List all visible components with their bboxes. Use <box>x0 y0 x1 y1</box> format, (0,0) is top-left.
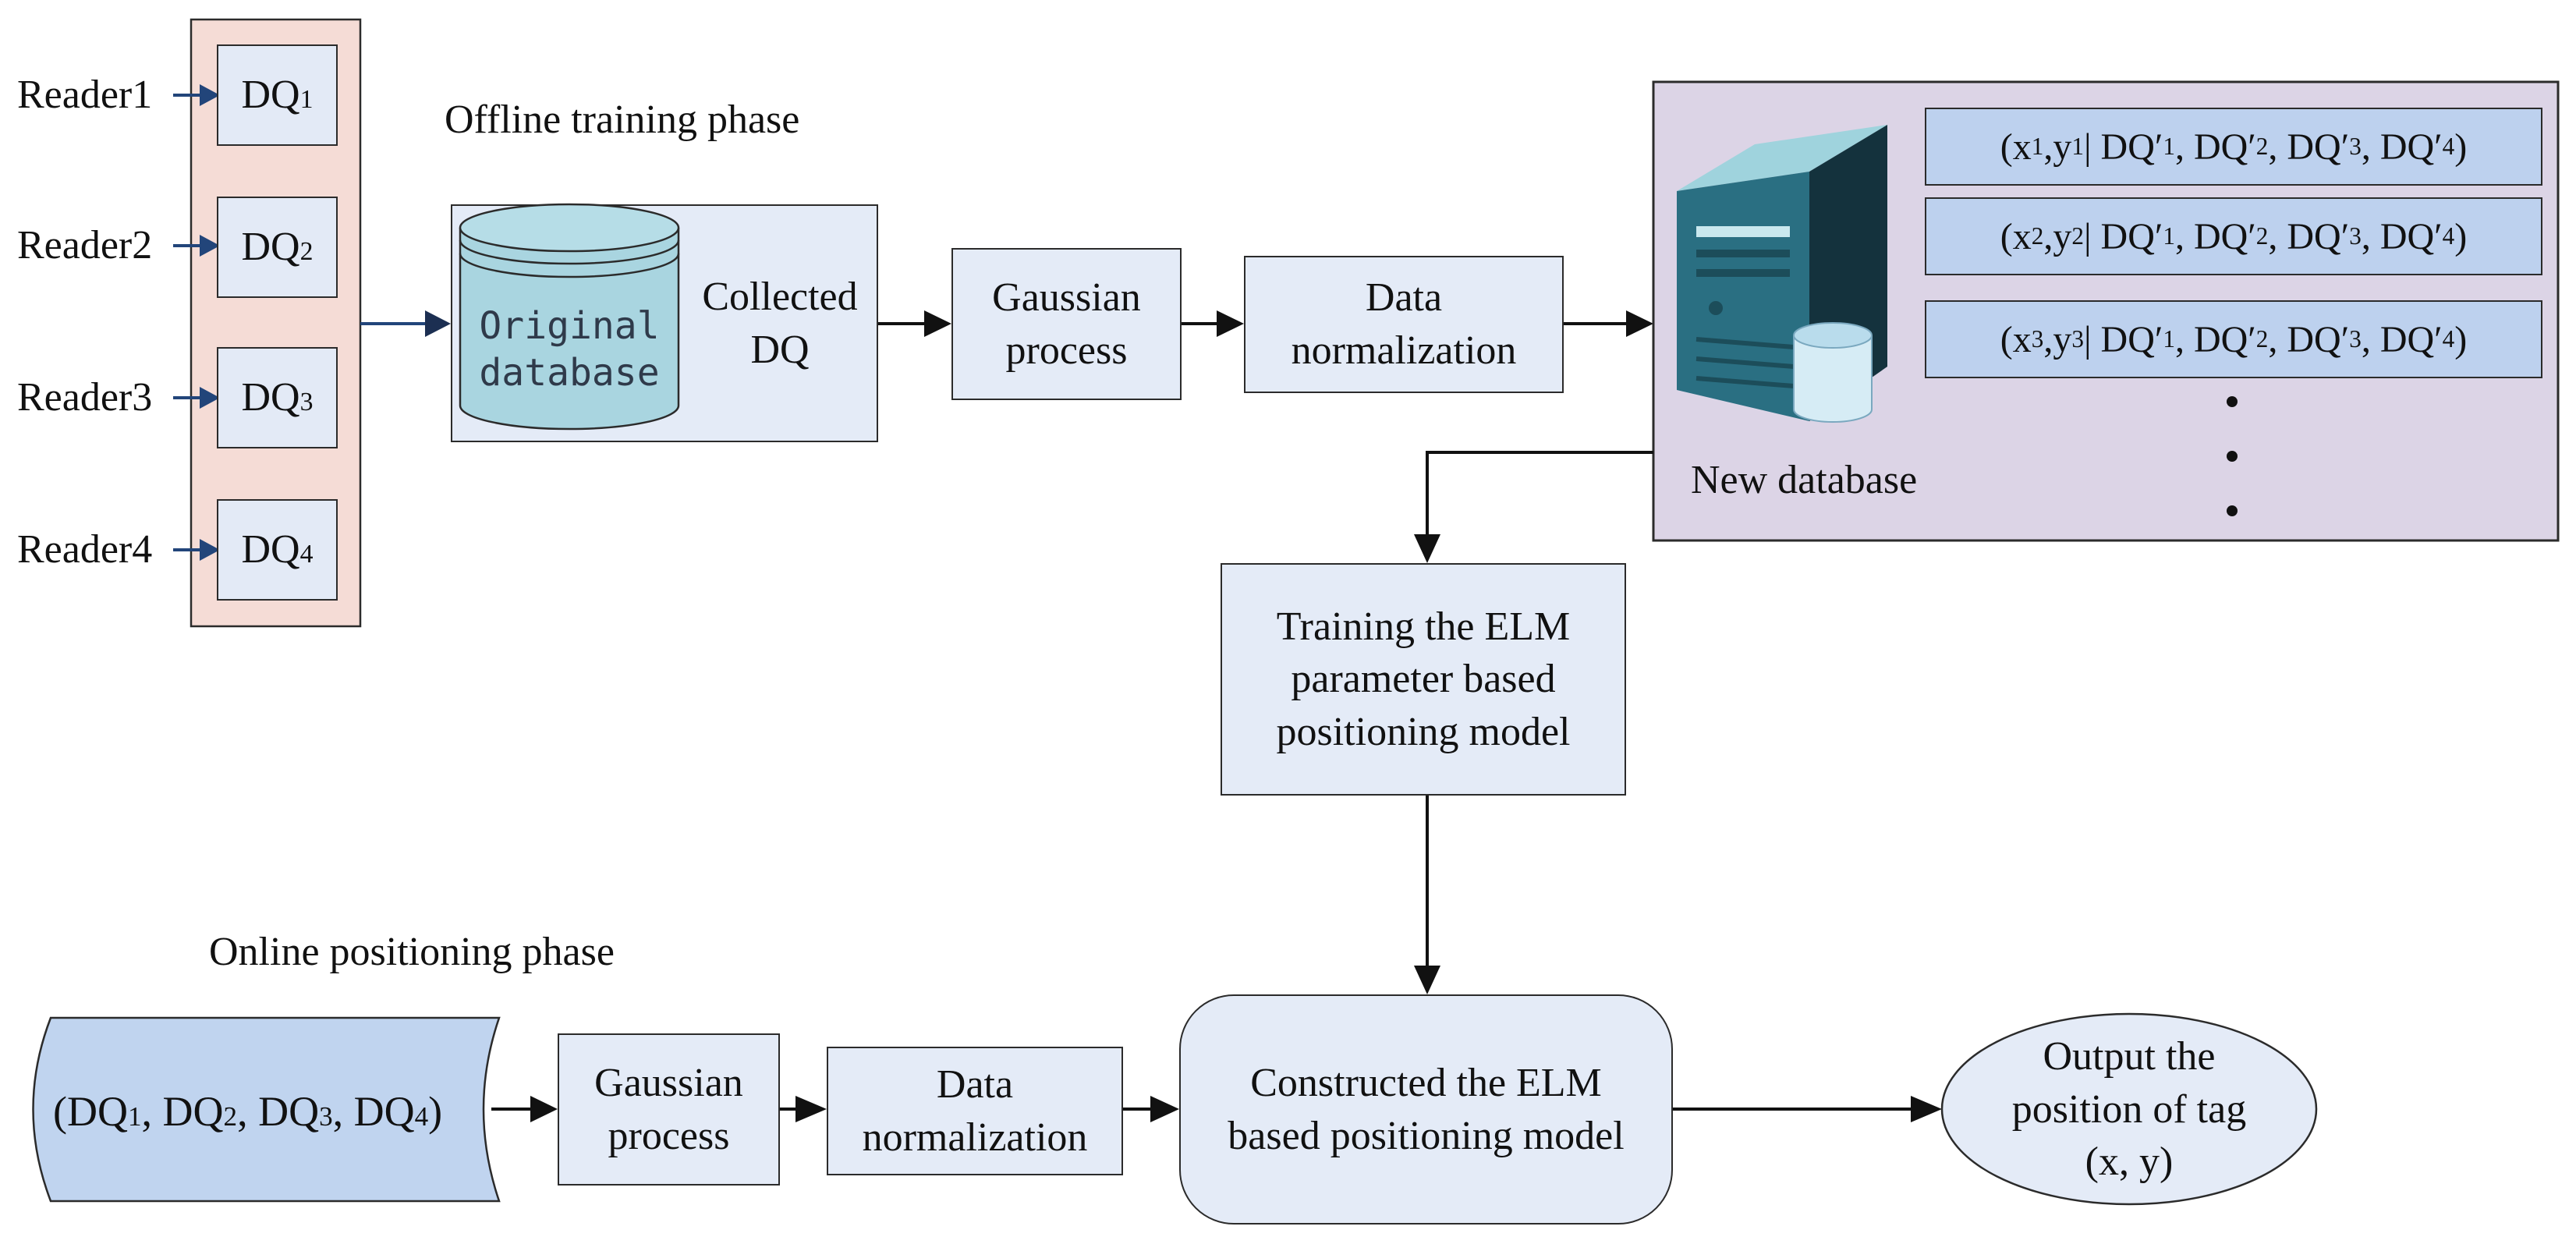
arrow-training-to-model <box>1414 796 1440 994</box>
server-database-icon <box>1793 322 1873 423</box>
new-database-label: New database <box>1691 458 1918 502</box>
online-input-shape <box>32 1016 501 1203</box>
online-flow-arrows <box>491 1096 1942 1122</box>
reader-label: Reader2 <box>17 223 153 268</box>
arrow-readers-to-offline <box>360 310 451 337</box>
output-ellipse <box>1940 1012 2318 1206</box>
dq-box: DQ4 <box>217 499 338 601</box>
dq-box: DQ3 <box>217 347 338 448</box>
offline-phase-label: Offline training phase <box>445 97 800 142</box>
online-phase-label: Online positioning phase <box>209 930 615 974</box>
continuation-dot <box>2227 396 2238 407</box>
online-input-label: (DQ1, DQ2, DQ3, DQ4) <box>53 1088 443 1135</box>
original-database-label: Original database <box>479 304 660 395</box>
dq-box: DQ1 <box>217 44 338 146</box>
original-database-icon <box>459 204 680 431</box>
reader-label: Reader3 <box>17 375 153 420</box>
continuation-dot <box>2227 451 2238 462</box>
arrow-database-to-training <box>1414 451 1653 563</box>
dq-box: DQ2 <box>217 197 338 298</box>
reader-label: Reader1 <box>17 73 153 117</box>
reader-label: Reader4 <box>17 527 153 572</box>
reader-arrows <box>173 84 220 561</box>
offline-flow-arrows <box>878 310 1653 337</box>
continuation-dot <box>2227 505 2238 516</box>
